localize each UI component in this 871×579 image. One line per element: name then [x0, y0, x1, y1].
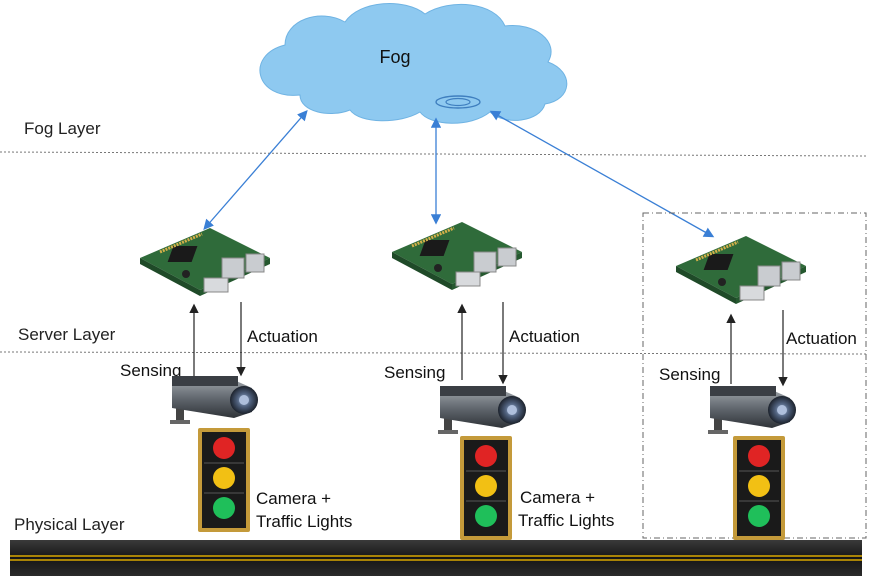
camera-icon [438, 386, 526, 434]
node-middle: Sensing Actuation Camera + Traffic Light… [384, 222, 614, 540]
server-layer-divider [0, 351, 867, 355]
fog-layer-divider [0, 151, 867, 157]
physical-layer-label: Physical Layer [14, 515, 125, 534]
fog-label: Fog [379, 47, 410, 67]
caption-line2: Traffic Lights [256, 512, 352, 531]
raspberry-pi-icon [676, 236, 806, 304]
server-layer-label: Server Layer [18, 325, 116, 344]
fog-link-right [489, 110, 715, 238]
fog-cloud: Fog [259, 3, 568, 124]
caption-line2: Traffic Lights [518, 511, 614, 530]
actuation-label: Actuation [247, 327, 318, 346]
road [10, 540, 862, 576]
fog-link-left [203, 110, 308, 230]
caption-line1: Camera + [256, 489, 331, 508]
actuation-label: Actuation [509, 327, 580, 346]
caption-line1: Camera + [520, 488, 595, 507]
sensing-label: Sensing [384, 363, 445, 382]
raspberry-pi-icon [140, 228, 270, 296]
traffic-light-icon [733, 436, 785, 540]
node-right: Sensing Actuation [659, 236, 857, 540]
sensing-label: Sensing [659, 365, 720, 384]
camera-icon [708, 386, 796, 434]
sensing-label: Sensing [120, 361, 181, 380]
camera-icon [170, 376, 258, 424]
raspberry-pi-icon [392, 222, 522, 290]
fog-layer-label: Fog Layer [24, 119, 101, 138]
traffic-light-icon [198, 428, 250, 532]
node-left: Sensing Actuation Camera + Traffic Light… [120, 228, 352, 532]
traffic-light-icon [460, 436, 512, 540]
actuation-label: Actuation [786, 329, 857, 348]
